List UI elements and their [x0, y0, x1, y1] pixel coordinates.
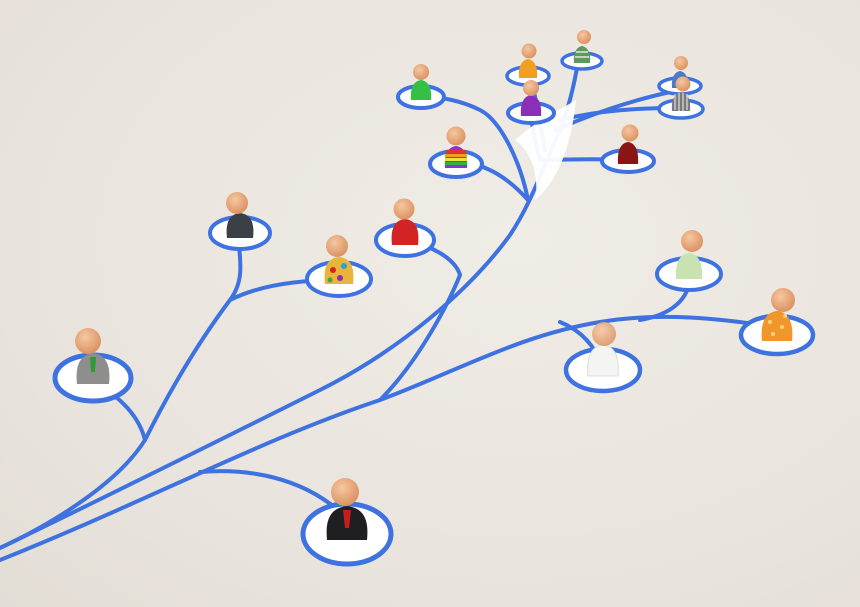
person-light-green [655, 230, 723, 292]
person-floral [305, 235, 373, 298]
person-orange-shirt [505, 43, 551, 87]
person-rainbow [428, 126, 484, 179]
person-purple [506, 80, 556, 125]
person-gray-striped [657, 76, 705, 120]
person-orange-dots [738, 288, 816, 357]
person-dark-red [600, 124, 656, 174]
person-charcoal [208, 192, 272, 251]
person-red [374, 198, 436, 258]
person-green [396, 64, 446, 110]
branch-lines [0, 60, 782, 562]
branch-junction-fill [515, 100, 576, 200]
person-white [563, 322, 643, 394]
person-black-suit [300, 478, 394, 567]
person-green-plaid [560, 30, 604, 71]
person-gray-suit [52, 328, 134, 404]
